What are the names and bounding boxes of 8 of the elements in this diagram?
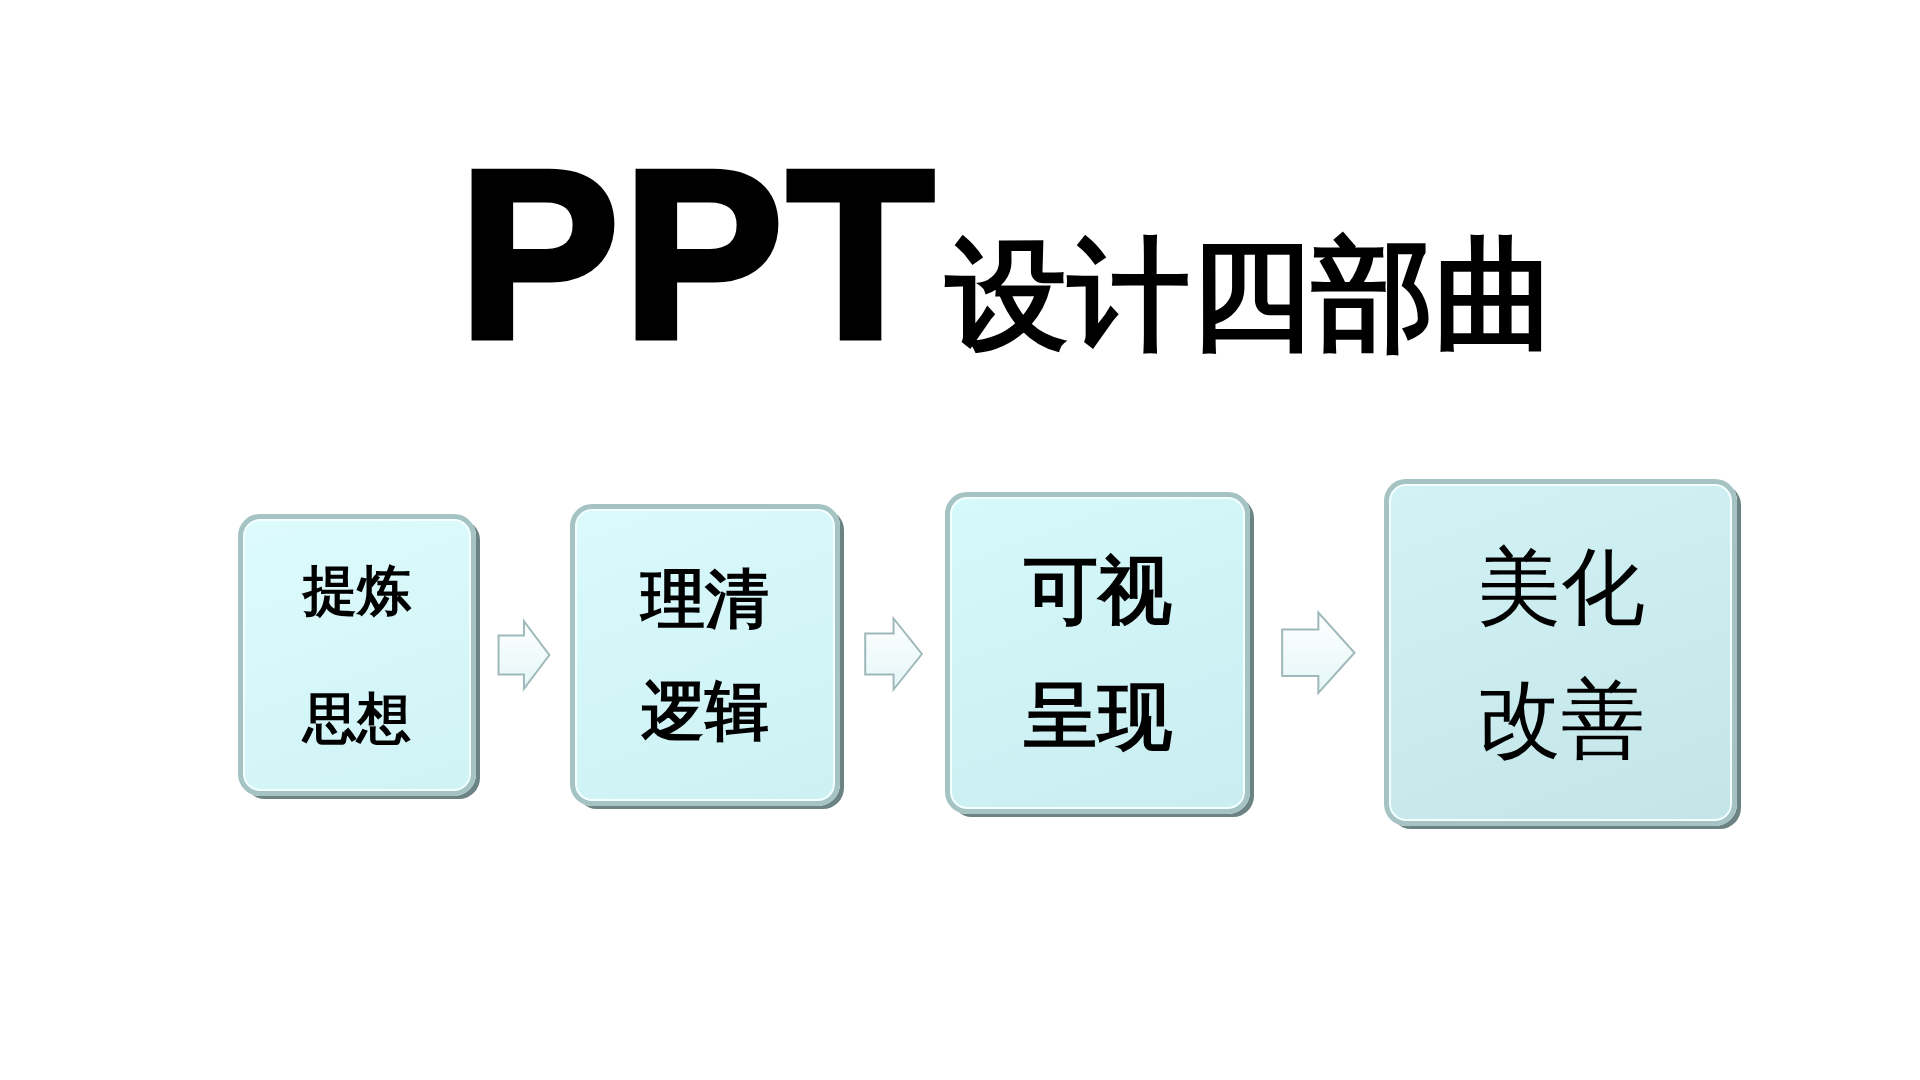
step-label: 可视呈现: [1022, 546, 1173, 761]
arrow: [497, 618, 551, 692]
arrow: [864, 615, 924, 693]
step-label: 提炼思想: [301, 558, 413, 752]
step-label: 理清逻辑: [639, 561, 770, 750]
arrow: [1281, 609, 1356, 696]
step-label: 美化改善: [1475, 536, 1646, 770]
title: PPT设计四部曲: [459, 134, 1556, 390]
